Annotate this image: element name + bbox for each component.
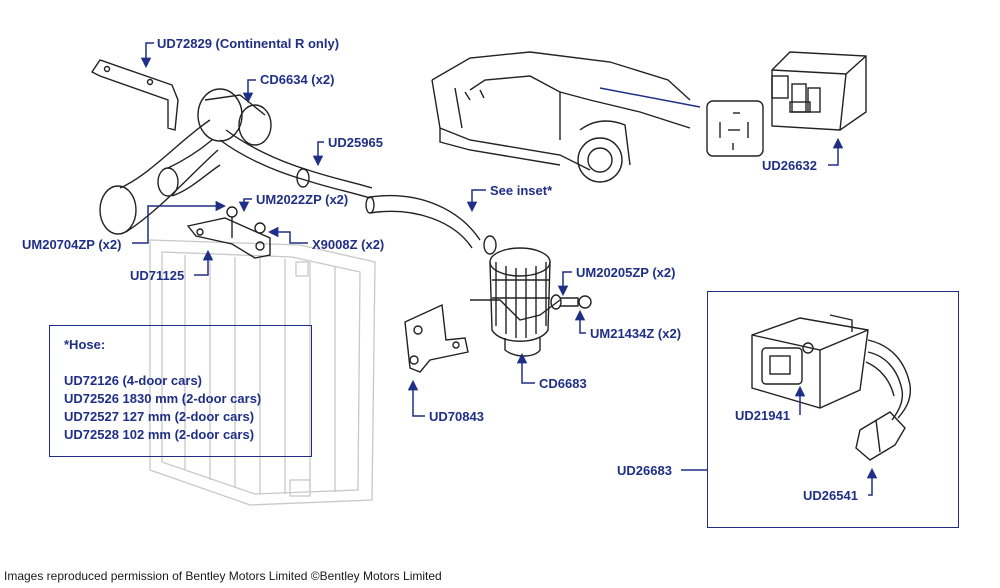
radiator-drawing	[149, 239, 376, 506]
label-ud72829: UD72829 (Continental R only)	[157, 36, 340, 51]
hose-note-item: UD72526 1830 mm (2-door cars)	[64, 391, 262, 406]
inset-frame	[707, 291, 959, 528]
label-cd6683: CD6683	[539, 376, 587, 391]
bolt-drawing	[550, 294, 592, 310]
label-cd6634: CD6634 (x2)	[260, 72, 335, 87]
label-see-inset: See inset*	[490, 183, 553, 198]
control-unit-drawing	[751, 314, 912, 461]
hose-note-title: *Hose:	[64, 337, 106, 352]
hose-note-box: *Hose: UD72126 (4-door cars) UD72526 183…	[49, 325, 312, 457]
hose-note-item: UD72528 102 mm (2-door cars)	[64, 427, 255, 442]
hose-note-item: UD72527 127 mm (2-door cars)	[64, 409, 255, 424]
hose-drawing	[219, 129, 497, 255]
leader-lines	[132, 42, 878, 496]
compressor-drawing	[470, 247, 561, 357]
horn-drawing	[90, 59, 272, 235]
label-um2022zp: UM2022ZP (x2)	[256, 192, 349, 207]
label-ud25965: UD25965	[328, 135, 383, 150]
label-ud26541: UD26541	[803, 488, 858, 503]
label-ud70843: UD70843	[429, 409, 484, 424]
label-ud71125: UD71125	[130, 268, 185, 283]
relay-drawing	[771, 51, 867, 131]
label-um21434z: UM21434Z (x2)	[590, 326, 682, 341]
bracket-drawing	[186, 206, 271, 259]
label-ud26632: UD26632	[762, 158, 817, 173]
copyright-footer: Images reproduced permission of Bentley …	[4, 569, 442, 583]
label-x9008z: X9008Z (x2)	[312, 237, 385, 252]
hose-note-item: UD72126 (4-door cars)	[64, 373, 202, 388]
car-drawing	[431, 51, 691, 183]
label-um20704zp: UM20704ZP (x2)	[22, 237, 122, 252]
label-ud26683: UD26683	[617, 463, 672, 478]
mounting-bracket-drawing	[404, 303, 469, 373]
label-um20205zp: UM20205ZP (x2)	[576, 265, 676, 280]
label-ud21941: UD21941	[735, 408, 790, 423]
relay-socket-drawing	[706, 100, 764, 157]
